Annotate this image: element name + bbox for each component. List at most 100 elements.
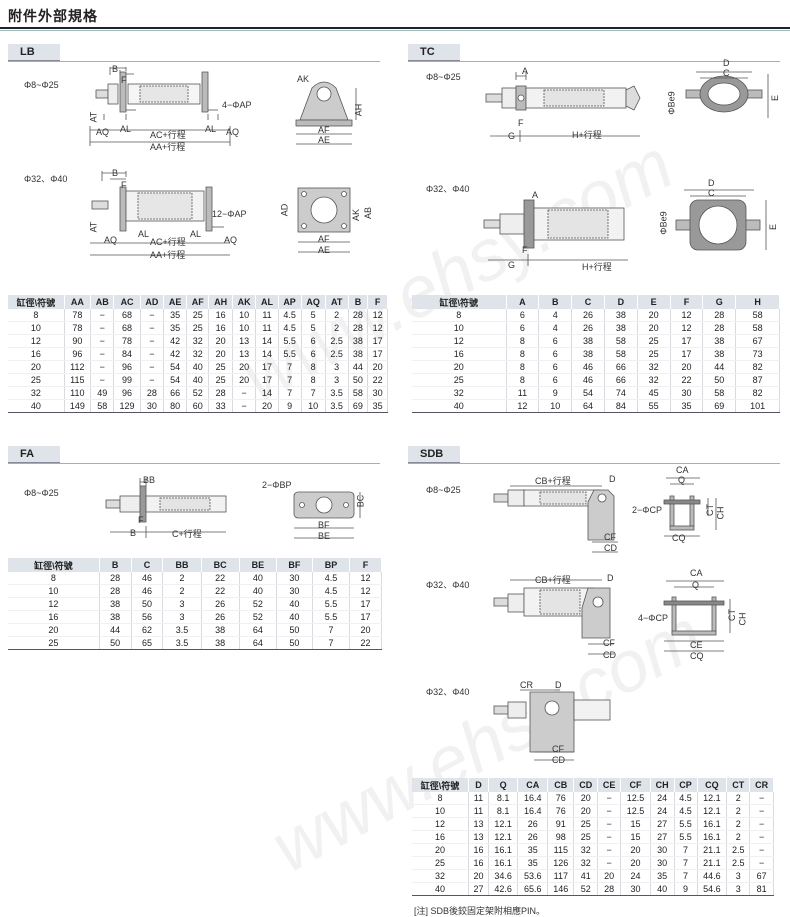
dim-label-af-2: AF [318, 234, 330, 244]
table-cell: 80 [163, 399, 188, 413]
dim-label-b: B [112, 64, 119, 74]
dim-label-be9: ΦBe9 [666, 91, 677, 115]
table-cell: 65.6 [517, 882, 549, 896]
table-header: CD [573, 778, 599, 792]
tc-drawing-large [483, 199, 628, 266]
table-cell: 8 [506, 373, 540, 387]
table-cell: 78 [113, 334, 141, 348]
table-cell: 42.6 [488, 882, 519, 896]
table-cell: 30 [620, 882, 651, 896]
bore-size-cell: 10 [8, 321, 65, 335]
bore-size-cell: 25 [412, 856, 470, 870]
table-cell: 98 [547, 830, 575, 844]
table-cell: 46 [571, 360, 605, 374]
table-cell: 20 [620, 856, 651, 870]
dim-label-aa: AA+行程 [150, 142, 186, 152]
table-header: CF [620, 778, 651, 792]
table-cell: 20 [349, 623, 382, 637]
table-cell: 14 [255, 347, 279, 361]
table-cell: 22 [367, 373, 388, 387]
table-cell: 30 [650, 843, 675, 857]
table-cell: 11 [255, 321, 279, 335]
table-cell: 10 [232, 309, 257, 322]
table-cell: 54 [571, 386, 605, 400]
fa-flange-front-view [293, 491, 361, 539]
table-cell: − [749, 804, 774, 818]
bore-size-cell: 20 [8, 623, 100, 637]
table-cell: 30 [276, 572, 313, 585]
table-cell: 35 [163, 309, 188, 322]
table-cell: 67 [749, 869, 774, 883]
table-cell: 2 [162, 584, 202, 598]
sdb-drawing-large [493, 579, 614, 655]
table-cell: 5.5 [674, 830, 698, 844]
table-cell: 40 [186, 373, 210, 387]
size-range-label: Φ8~Φ25 [426, 72, 461, 82]
table-cell: − [749, 830, 774, 844]
table-cell: 4.5 [278, 321, 302, 335]
table-cell: 25 [208, 360, 233, 374]
dim-label-ae: AE [318, 135, 331, 145]
dim-label-c: C [723, 68, 730, 78]
table-cell: 38 [99, 610, 132, 624]
table-cell: 62 [131, 623, 164, 637]
table-cell: − [597, 792, 622, 805]
lb-flange-front-view [297, 187, 351, 253]
dim-label-d-3: D [555, 680, 562, 690]
dim-label-a: A [522, 66, 529, 76]
table-cell: 16.1 [697, 817, 728, 831]
table-cell: 50 [131, 597, 164, 611]
table-cell: − [597, 843, 622, 857]
table-cell: 3 [726, 882, 751, 896]
fa-drawing [105, 478, 227, 538]
dim-label-ct: CT [705, 504, 715, 516]
table-cell: 38 [99, 597, 132, 611]
table-cell: 13 [232, 347, 257, 361]
table-header: B [538, 295, 573, 309]
table-cell: 82 [735, 386, 780, 400]
table-header: AA [64, 295, 91, 309]
table-cell: − [749, 817, 774, 831]
table-cell: 10 [301, 399, 326, 413]
table-cell: 32 [186, 347, 210, 361]
table-cell: 26 [517, 817, 549, 831]
dim-label-aq-4: AQ [224, 235, 238, 245]
bore-size-cell: 32 [412, 869, 470, 883]
table-cell: 7 [278, 386, 302, 400]
table-cell: 28 [99, 584, 132, 598]
table-cell: 25 [637, 347, 671, 361]
dim-label-h: H+行程 [572, 130, 602, 140]
table-cell: 76 [547, 804, 575, 818]
dim-label-cr: CR [520, 680, 533, 690]
dim-label-d: D [609, 474, 616, 484]
table-cell: 42 [163, 347, 188, 361]
table-cell: − [597, 804, 622, 818]
dim-label-cd-2: CD [603, 650, 616, 660]
table-cell: 7 [674, 869, 698, 883]
table-header: E [637, 295, 671, 309]
table-cell: 146 [547, 882, 575, 896]
table-cell: 12.1 [697, 804, 728, 818]
table-cell: 53.6 [517, 869, 549, 883]
table-cell: 27 [650, 817, 675, 831]
bore-size-cell: 25 [8, 373, 65, 387]
bore-size-cell: 8 [412, 309, 507, 322]
table-cell: 20 [637, 321, 671, 335]
dim-label-f-2: F [522, 245, 528, 255]
size-range-label: Φ32、Φ40 [426, 184, 470, 194]
table-cell: 16.1 [488, 856, 519, 870]
table-header: CP [674, 778, 698, 792]
table-cell: 3.5 [325, 386, 349, 400]
table-header: CA [517, 778, 549, 792]
bore-size-cell: 40 [8, 399, 65, 413]
table-cell: 54 [163, 373, 188, 387]
dim-label-be: BE [318, 531, 331, 541]
table-cell: 38 [348, 334, 369, 348]
table-cell: 5.5 [278, 347, 302, 361]
dim-label-af: AF [318, 125, 330, 135]
table-cell: 30 [276, 584, 313, 598]
